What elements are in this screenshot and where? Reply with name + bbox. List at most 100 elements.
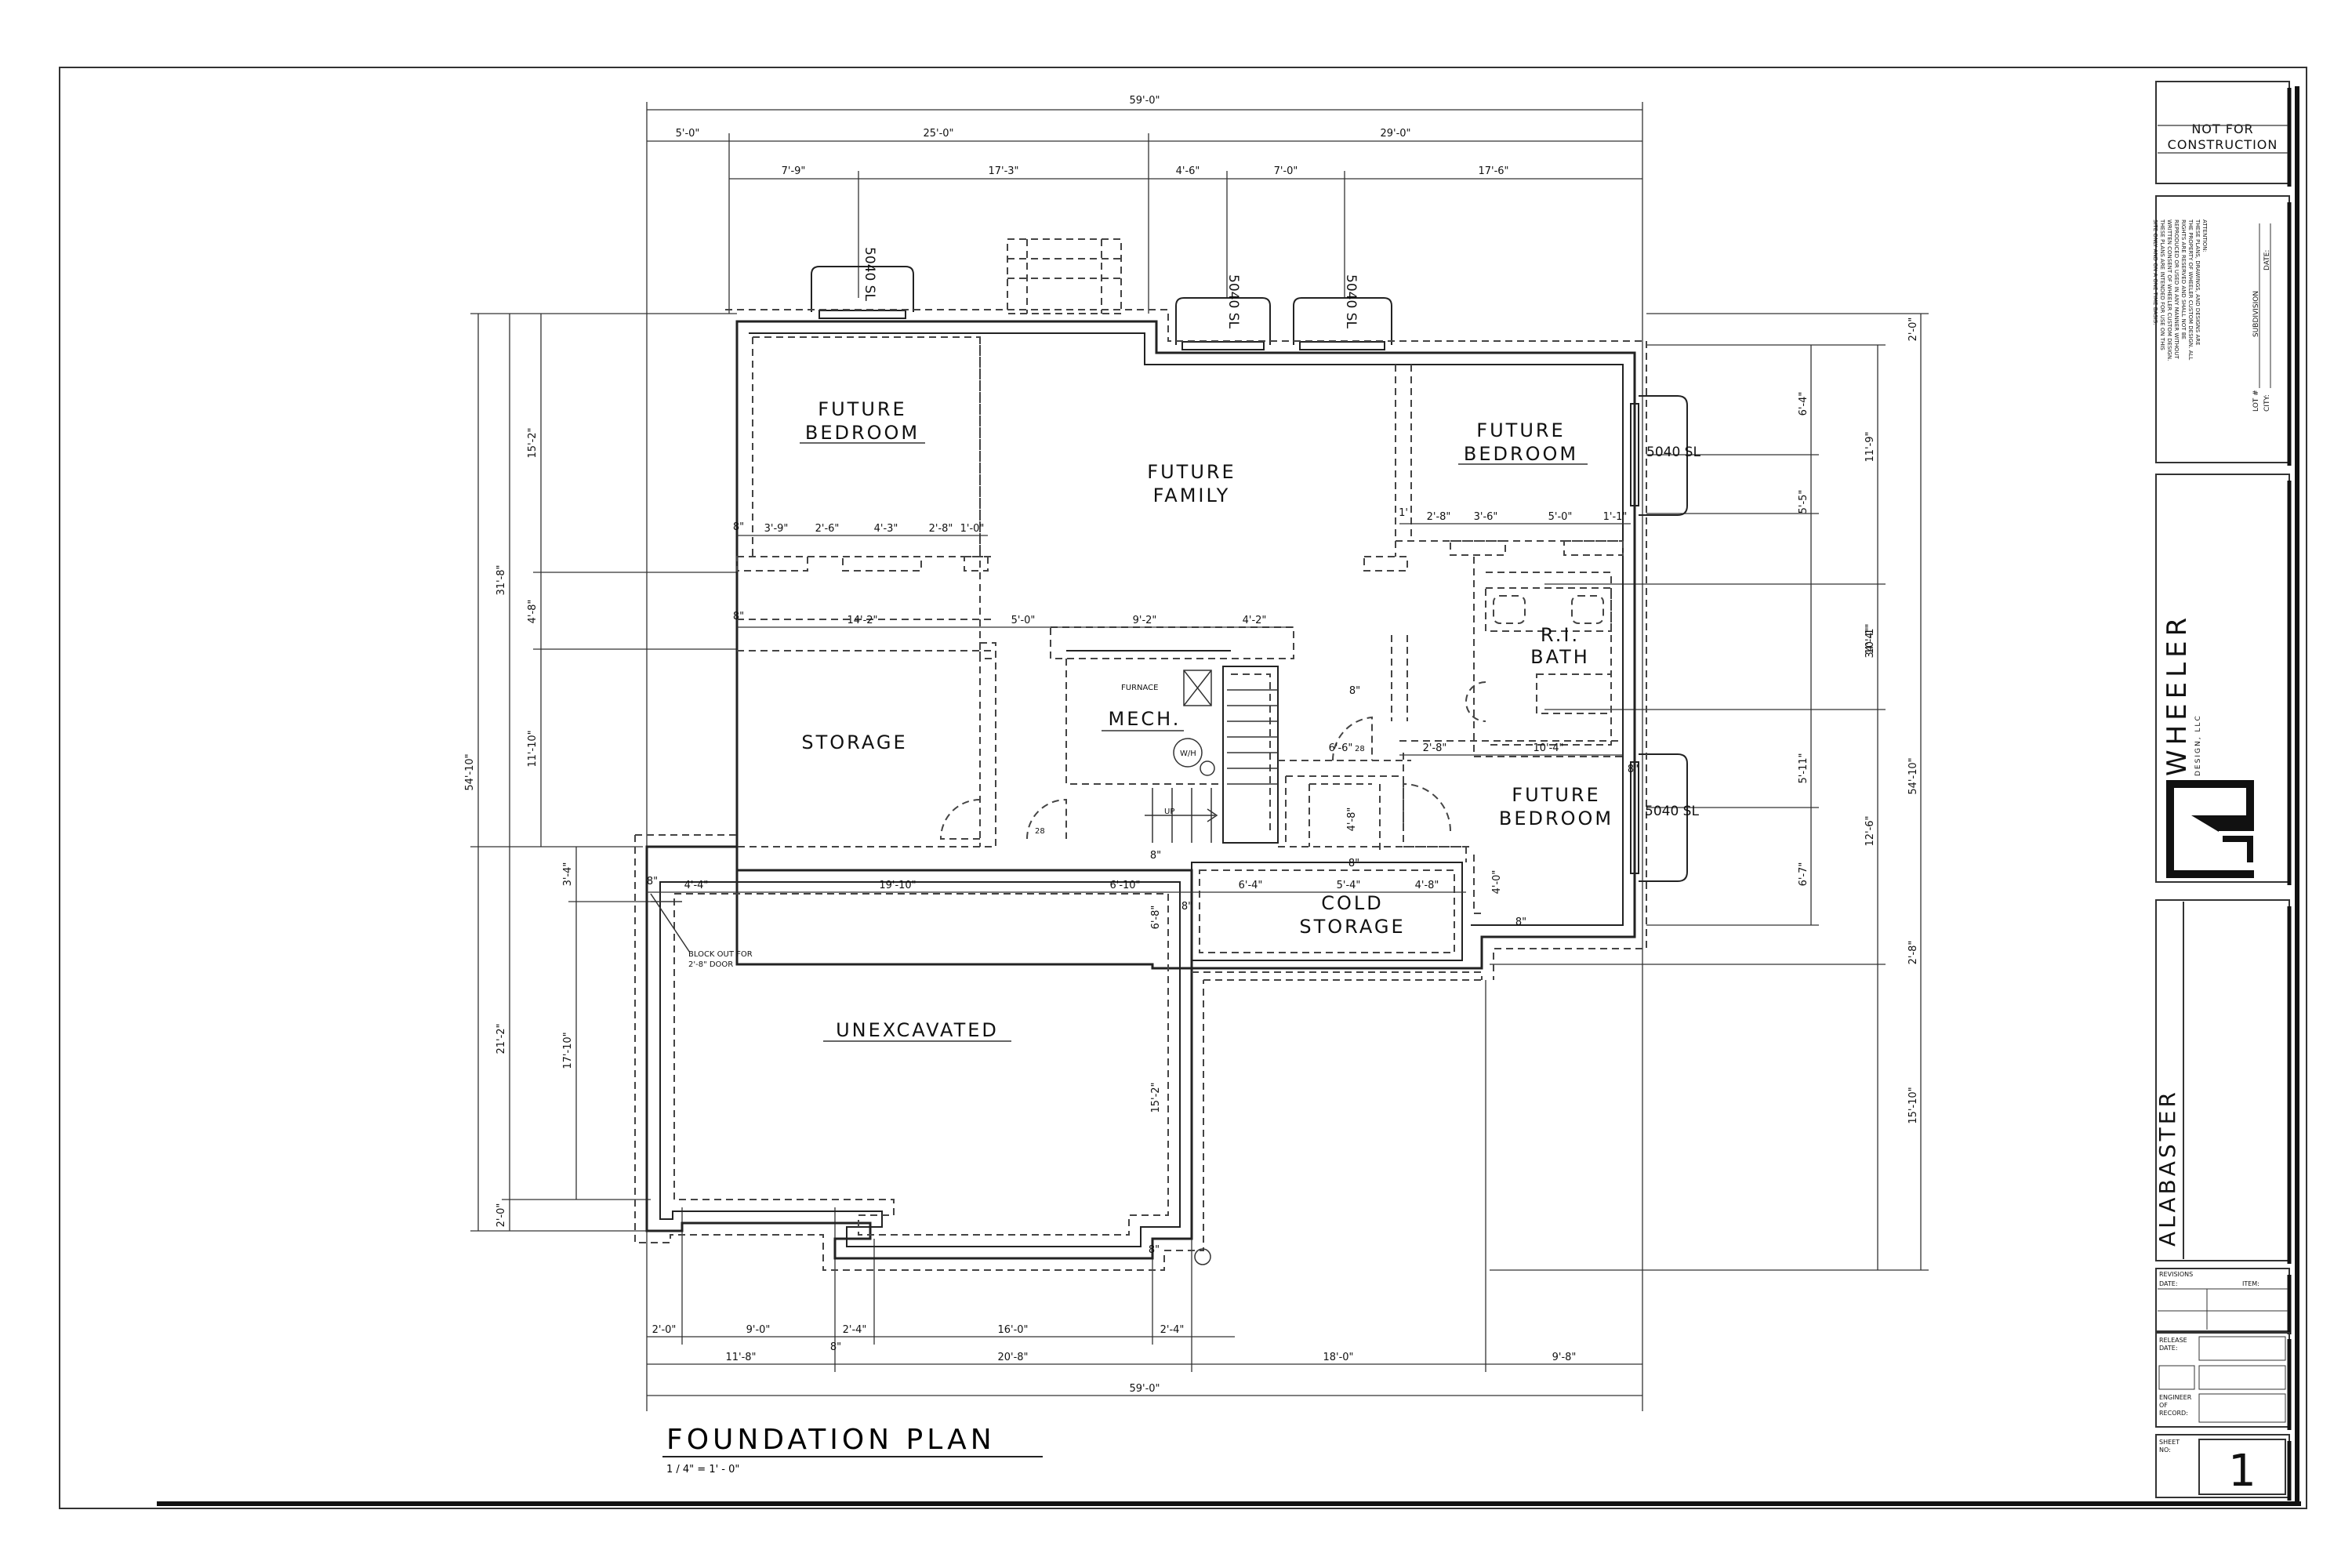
room-future-family-line2: FAMILY [1153, 485, 1231, 506]
dim-int-p7: 8" [1628, 764, 1639, 775]
engineer-line3: RECORD: [2159, 1410, 2188, 1417]
dimension-lines [470, 102, 1929, 1411]
dim-right-b: 34'-4" [1864, 627, 1876, 658]
dim-top-b: 25'-0" [923, 128, 953, 140]
dim-right-h: 5'-11" [1798, 753, 1809, 783]
dim-int-p2: 8" [733, 611, 744, 622]
dim-int-r1b: 2'-6" [815, 523, 840, 535]
dim-int-r3d: 1'-1" [1603, 511, 1628, 523]
sheet-label-line2: NO: [2159, 1446, 2171, 1454]
room-unexcavated: UNEXCAVATED [836, 1019, 999, 1041]
label-stair-28a: 28 [1035, 827, 1045, 836]
dim-int-r2c: 9'-2" [1133, 615, 1157, 626]
dim-right-d: 6'-4" [1798, 392, 1809, 416]
dim-int-p10: 8" [1349, 685, 1360, 697]
release-date-line1: RELEASE [2159, 1337, 2187, 1344]
dim-top-f: 4'-6" [1176, 165, 1200, 177]
dim-top-g: 7'-0" [1274, 165, 1298, 177]
dim-int-r5a: 2'-8" [1423, 742, 1447, 754]
dim-int-r3c: 5'-0" [1548, 511, 1573, 523]
engineer-line2: OF [2159, 1402, 2168, 1409]
dim-int-v2: 15'-2" [1150, 1082, 1162, 1112]
window-labels: 5040 SL 5040 SL 5040 SL 5040 SL 5040 SL [862, 247, 1700, 819]
dim-int-r3e: 1' [1399, 507, 1408, 519]
attention-line2: THESE PLANS, DRAWINGS, AND DESIGNS ARE [2194, 219, 2201, 346]
dim-int-p9: 8" [1149, 1244, 1160, 1256]
label-water-heater: W/H [1180, 750, 1196, 758]
label-block-out-line1: BLOCK OUT FOR [688, 950, 753, 959]
room-cold-storage-line2: STORAGE [1299, 916, 1405, 938]
attention-line3: THE PROPERTY OF WHEELER CUSTOM DESIGN. A… [2187, 219, 2194, 360]
revisions-date-label: DATE: [2159, 1280, 2178, 1287]
window-label-3: 5040 SL [1343, 274, 1359, 328]
plan-scale: 1 / 4" = 1' - 0" [666, 1464, 739, 1475]
dim-left-g: 17'-10" [562, 1032, 574, 1069]
dim-int-r4b: 19'-10" [879, 880, 916, 891]
dim-top-d: 7'-9" [782, 165, 806, 177]
dim-int-r4e: 5'-4" [1337, 880, 1361, 891]
not-for-construction-line1: NOT FOR [2191, 122, 2253, 136]
sheet-label-line1: SHEET [2159, 1439, 2180, 1446]
dim-top-c: 29'-0" [1380, 128, 1410, 140]
dim-right-a: 2'-0" [1907, 318, 1919, 342]
room-ri-bath-line1: R.I. [1541, 624, 1580, 646]
window-label-1: 5040 SL [862, 247, 877, 301]
sheet-number: 1 [2228, 1446, 2256, 1497]
dim-top-a: 5'-0" [676, 128, 700, 140]
window-label-2: 5040 SL [1225, 274, 1241, 328]
dim-int-r4f: 4'-8" [1415, 880, 1439, 891]
dim-left-d: 11'-10" [527, 730, 539, 767]
revisions-item-label: ITEM: [2242, 1280, 2259, 1287]
dim-int-r1a: 3'-9" [764, 523, 789, 535]
dim-right-k: 15'-10" [1907, 1087, 1919, 1123]
attention-line7: THESE PLANS ARE INTENDED FOR USE ON THIS [2159, 219, 2165, 350]
dim-bottom-d: 16'-0" [997, 1324, 1028, 1336]
dim-int-r1d: 2'-8" [929, 523, 953, 535]
dimension-text: 59'-0" 5'-0" 25'-0" 29'-0" 7'-9" 17'-3" … [464, 95, 1919, 1395]
label-stair-28b: 28 [1355, 745, 1365, 753]
dim-int-p1: 8" [733, 521, 744, 533]
foundation-walls [634, 309, 1647, 1271]
attention-line1: ATTENTION: [2201, 220, 2208, 252]
dim-int-p4: 8" [1150, 850, 1161, 862]
window-label-4: 5040 SL [1646, 445, 1700, 460]
interior-partitions [736, 336, 1624, 914]
dim-left-overall: 54'-10" [464, 753, 476, 790]
dim-int-r4a: 4'-4" [684, 880, 709, 891]
dim-right-f: 10'-1" [1864, 623, 1876, 654]
dim-top-e: 17'-3" [988, 165, 1018, 177]
dim-int-r3a: 2'-8" [1427, 511, 1451, 523]
dim-left-c: 4'-8" [527, 600, 539, 624]
dim-left-h: 2'-0" [495, 1203, 507, 1228]
room-future-bedroom-nw-line1: FUTURE [818, 398, 906, 420]
room-cold-storage-line1: COLD [1321, 892, 1384, 914]
room-mech: MECH. [1109, 708, 1181, 730]
company-logo-icon [2166, 780, 2258, 878]
dim-bottom-f: 11'-8" [725, 1352, 756, 1363]
dim-bottom-overall: 59'-0" [1129, 1383, 1160, 1395]
dim-int-v3: 4'-8" [1346, 808, 1358, 832]
city-label: CITY: [2263, 394, 2271, 412]
dim-int-p6: 8" [1348, 858, 1359, 869]
dim-bottom-c: 2'-4" [843, 1324, 867, 1336]
dim-left-e: 21'-2" [495, 1023, 507, 1054]
room-future-family-line1: FUTURE [1147, 461, 1236, 483]
dim-int-r2d: 4'-2" [1243, 615, 1267, 626]
dim-int-p5: 8" [1181, 901, 1192, 913]
room-storage: STORAGE [801, 731, 907, 753]
label-block-out-line2: 2'-8" DOOR [688, 960, 733, 969]
dim-int-p8: 8" [1515, 916, 1526, 928]
dim-left-b: 15'-2" [527, 427, 539, 458]
title-block: NOT FOR CONSTRUCTION ATTENTION: THESE PL… [2152, 81, 2299, 1504]
dim-right-j: 2'-8" [1907, 941, 1919, 965]
dim-bottom-e: 2'-4" [1160, 1324, 1185, 1336]
dim-int-r1c: 4'-3" [874, 523, 898, 535]
dim-int-r3b: 3'-6" [1474, 511, 1498, 523]
label-stair-up: UP [1164, 808, 1174, 816]
dim-top-h: 17'-6" [1478, 165, 1508, 177]
dim-right-c: 11'-9" [1864, 431, 1876, 462]
engineer-line1: ENGINEER [2159, 1394, 2192, 1401]
date-label: DATE: [2263, 250, 2271, 270]
release-date-line2: DATE: [2159, 1345, 2178, 1352]
